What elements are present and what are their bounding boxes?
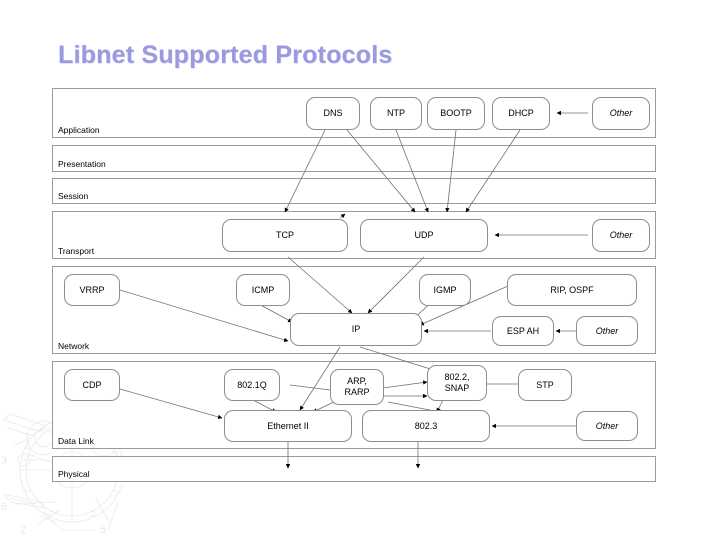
node-vrrp[interactable]: VRRP bbox=[64, 274, 120, 306]
node-udp[interactable]: UDP bbox=[360, 219, 488, 252]
node-other-network[interactable]: Other bbox=[576, 316, 638, 346]
node-other-transport[interactable]: Other bbox=[592, 219, 650, 252]
node-icmp[interactable]: ICMP bbox=[236, 274, 290, 306]
node-other-application[interactable]: Other bbox=[592, 97, 650, 130]
node-dot2-snap-line1: 802.2, bbox=[444, 372, 470, 382]
node-cdp[interactable]: CDP bbox=[64, 369, 120, 401]
page-title: Libnet Supported Protocols bbox=[58, 41, 393, 69]
layer-label-application: Application bbox=[58, 125, 100, 135]
node-dot2-snap[interactable]: 802.2, SNAP bbox=[427, 365, 487, 401]
svg-text:5: 5 bbox=[100, 524, 106, 536]
layer-label-physical: Physical bbox=[58, 469, 90, 479]
layer-label-datalink: Data Link bbox=[58, 436, 94, 446]
svg-text:3: 3 bbox=[1, 455, 7, 467]
node-tcp[interactable]: TCP bbox=[222, 219, 348, 252]
svg-text:6: 6 bbox=[1, 501, 7, 513]
node-stp[interactable]: STP bbox=[518, 369, 572, 401]
node-arp-rarp-line1: ARP, bbox=[347, 376, 367, 386]
node-arp-rarp-line2: RARP bbox=[344, 387, 370, 397]
node-dot3[interactable]: 802.3 bbox=[362, 410, 490, 442]
node-dot1q[interactable]: 802.1Q bbox=[224, 369, 280, 401]
node-ntp[interactable]: NTP bbox=[370, 97, 422, 130]
layer-band-presentation: Presentation bbox=[52, 145, 656, 172]
node-esp-ah[interactable]: ESP AH bbox=[492, 316, 554, 346]
layer-band-transport: Transport bbox=[52, 211, 656, 259]
node-dot2-snap-line2: SNAP bbox=[444, 383, 470, 393]
layer-band-session: Session bbox=[52, 178, 656, 204]
layer-label-session: Session bbox=[58, 191, 89, 201]
node-dns[interactable]: DNS bbox=[306, 97, 360, 130]
node-other-datalink[interactable]: Other bbox=[576, 411, 638, 441]
layer-label-network: Network bbox=[58, 341, 90, 351]
node-ethernet-ii[interactable]: Ethernet II bbox=[224, 410, 352, 442]
node-rip-ospf[interactable]: RIP, OSPF bbox=[507, 274, 637, 306]
node-igmp[interactable]: IGMP bbox=[419, 274, 471, 306]
layer-label-presentation: Presentation bbox=[58, 159, 106, 169]
node-dhcp[interactable]: DHCP bbox=[492, 97, 550, 130]
node-ip[interactable]: IP bbox=[290, 313, 422, 346]
node-arp-rarp[interactable]: ARP, RARP bbox=[330, 369, 384, 405]
node-bootp[interactable]: BOOTP bbox=[427, 97, 485, 130]
layer-band-physical: Physical bbox=[52, 456, 656, 482]
layer-label-transport: Transport bbox=[58, 246, 95, 256]
svg-text:2: 2 bbox=[20, 524, 26, 536]
